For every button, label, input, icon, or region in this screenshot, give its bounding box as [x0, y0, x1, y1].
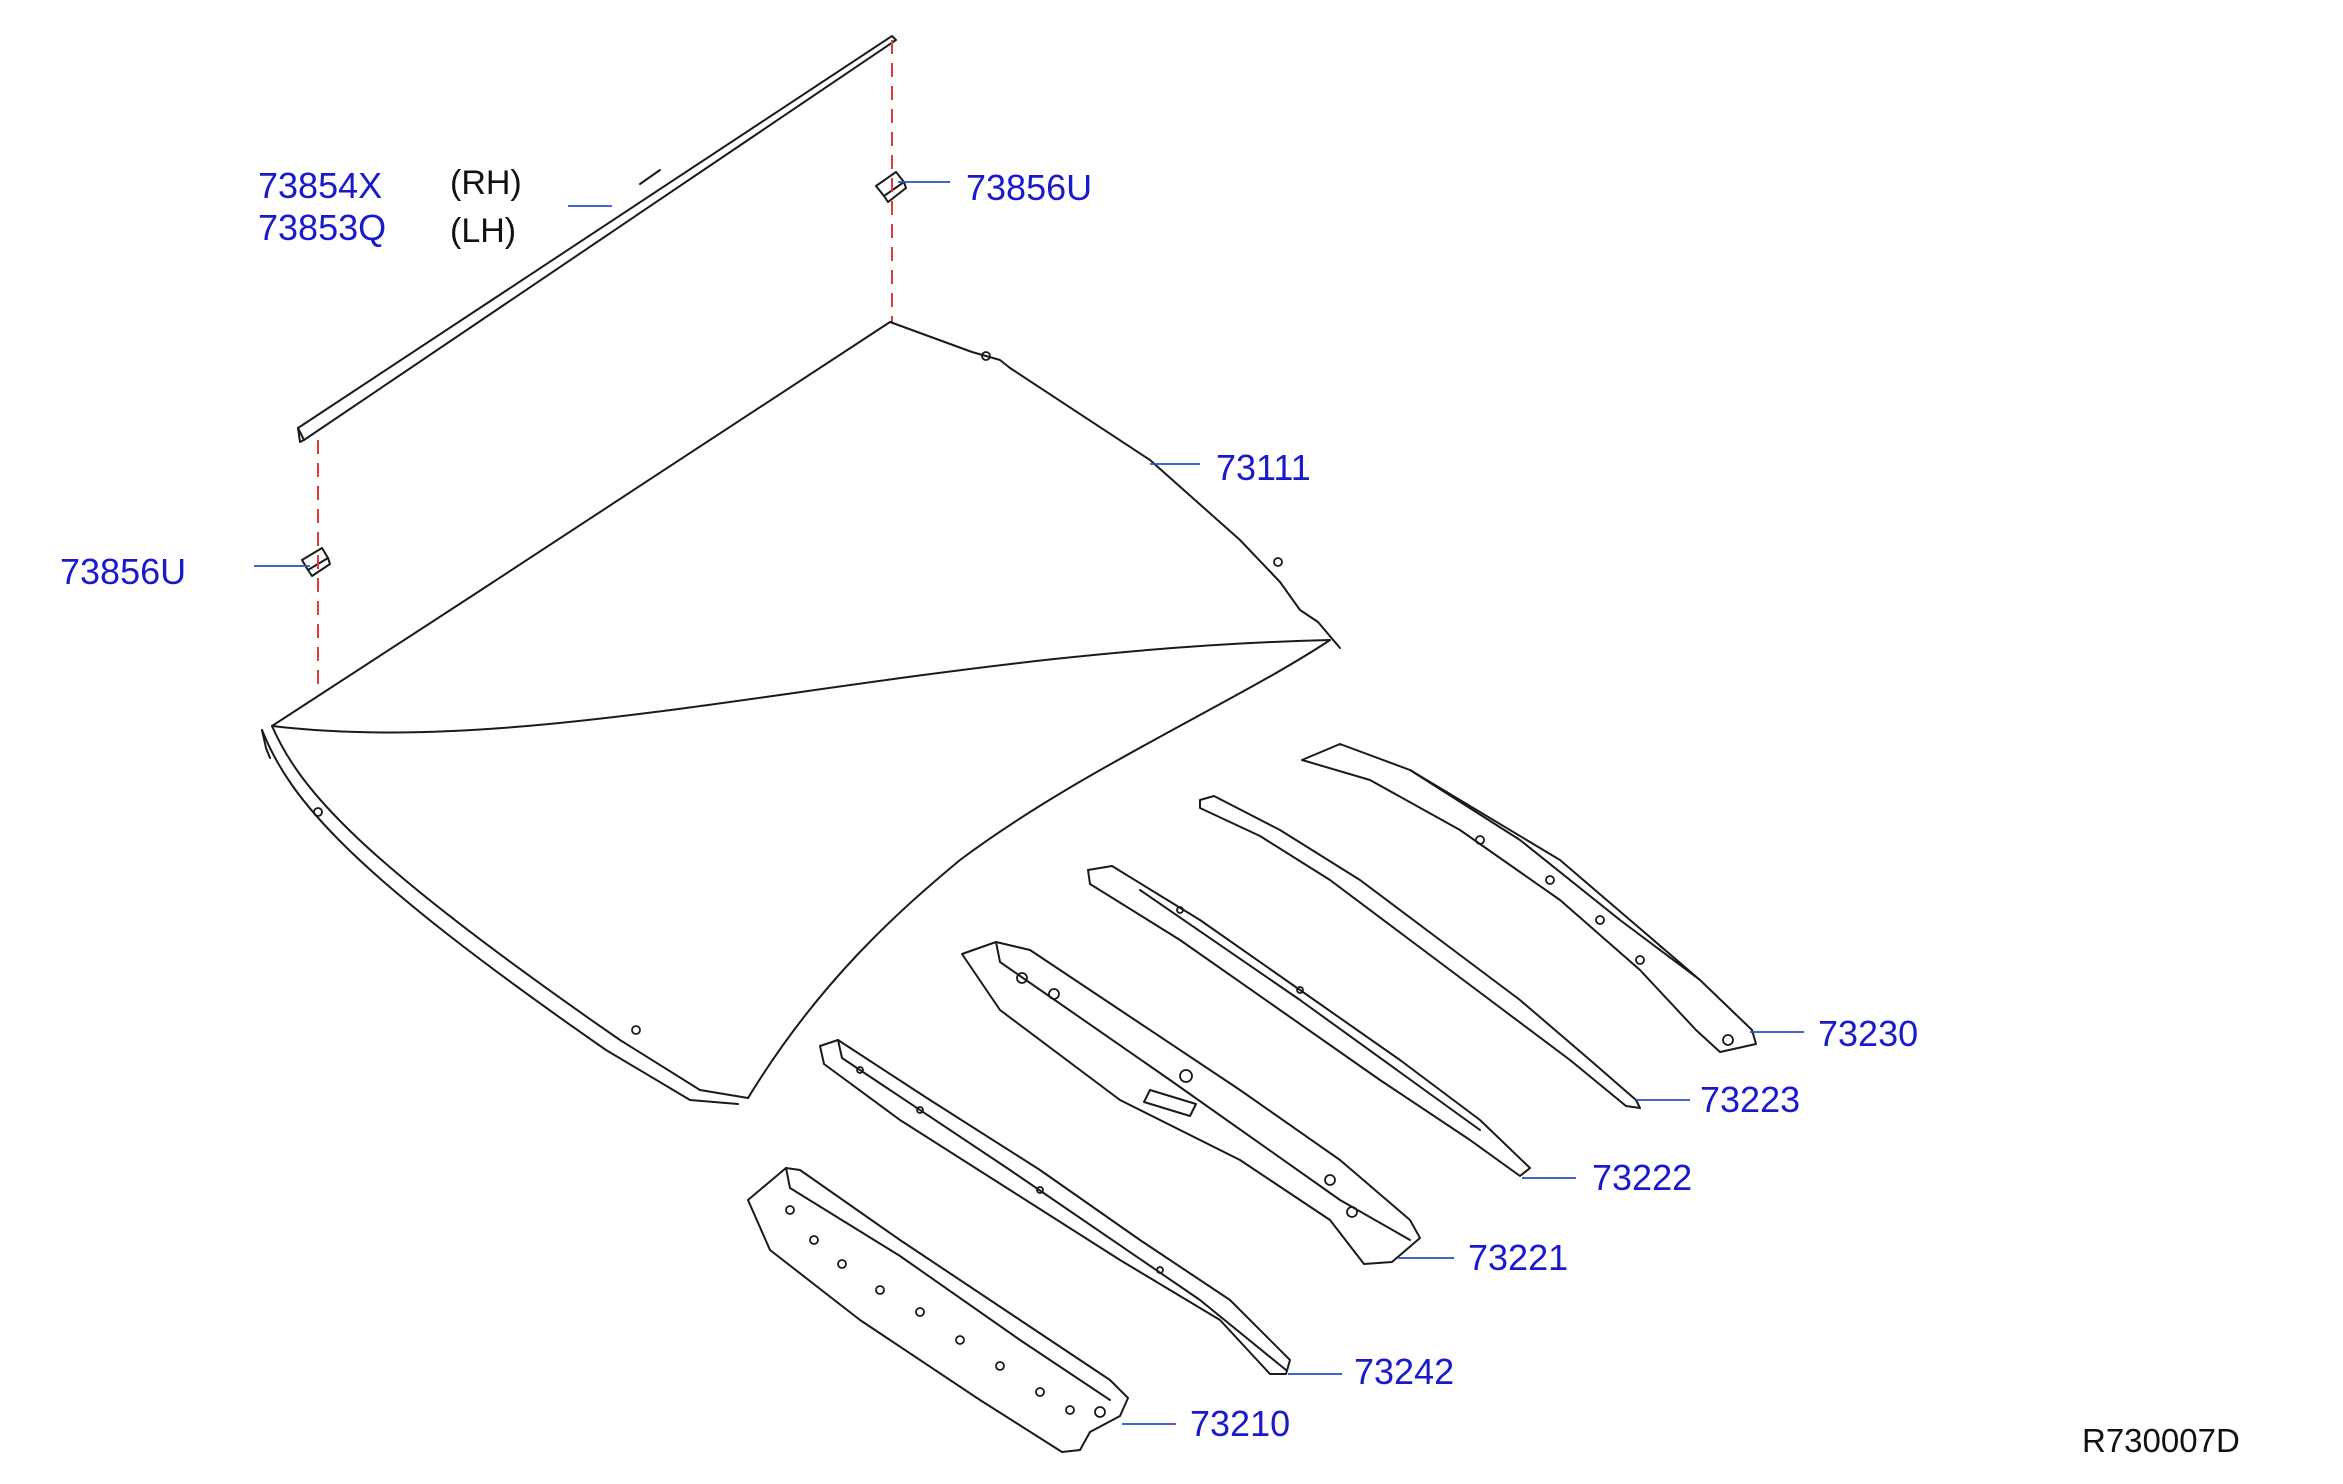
roof-panel [261, 321, 1341, 1105]
callout-rail-lh: 73853Q [258, 207, 386, 248]
callout-rail-rh: 73854X [258, 165, 382, 206]
callout-73230: 73230 [1818, 1013, 1918, 1054]
callout-73210: 73210 [1190, 1403, 1290, 1444]
diagram-code: R730007D [2082, 1422, 2240, 1459]
callout-73223: 73223 [1700, 1079, 1800, 1120]
molding-clip-left [301, 547, 331, 577]
callout-roof-panel: 73111 [1216, 447, 1311, 488]
callout-clip-left: 73856U [60, 551, 186, 592]
roof-bow-73223 [1199, 795, 1641, 1109]
callout-73222: 73222 [1592, 1157, 1692, 1198]
roof-bow-73221 [961, 941, 1421, 1265]
side-label-lh: (LH) [450, 212, 516, 250]
roof-bow-73242 [819, 1039, 1291, 1375]
callout-73221: 73221 [1468, 1237, 1568, 1278]
callout-73242: 73242 [1354, 1351, 1454, 1392]
roof-bow-73222 [1087, 865, 1531, 1177]
roof-bow-73210 [747, 1167, 1129, 1453]
roof-bow-73230 [1301, 743, 1757, 1053]
roof-side-molding [297, 35, 897, 443]
callout-clip-top: 73856U [966, 167, 1092, 208]
side-label-rh: (RH) [450, 164, 522, 202]
